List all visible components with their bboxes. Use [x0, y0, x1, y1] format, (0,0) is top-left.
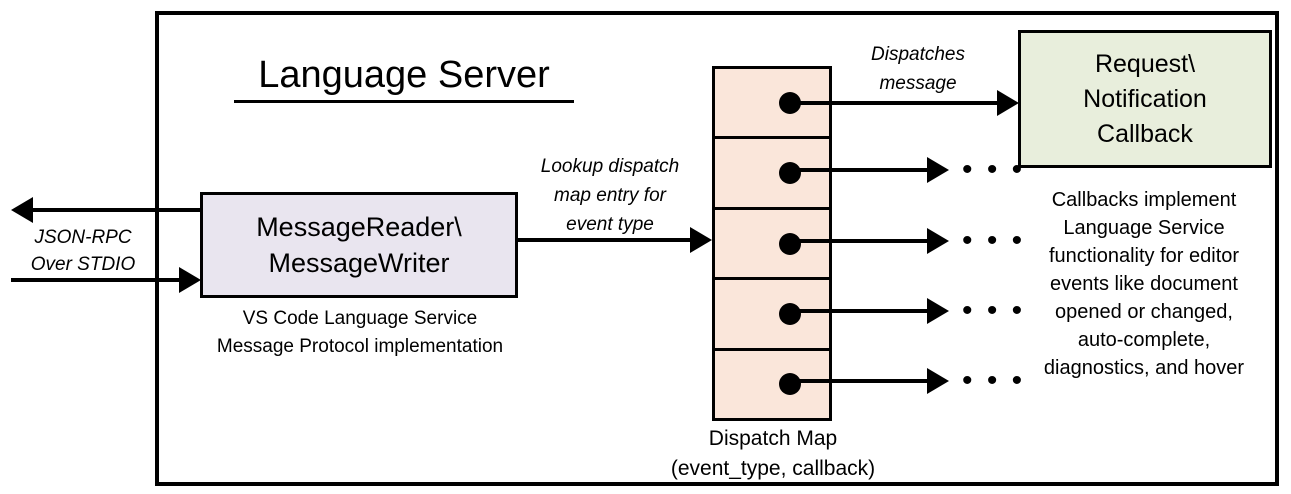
dispatch-row-2-arrowhead: [927, 157, 949, 183]
callback-pointer-dot: [779, 373, 801, 396]
dispatch-map-table[interactable]: [712, 66, 832, 421]
dispatch-row-2-line: [789, 168, 929, 172]
dispatch-row-3-arrowhead: [927, 228, 949, 254]
table-row[interactable]: [715, 210, 829, 281]
dispatch-row-5-arrowhead: [927, 368, 949, 394]
lookup-dispatch-label: Lookup dispatch map entry for event type: [540, 156, 680, 235]
callback-pointer-dot: [779, 162, 801, 185]
incoming-jsonrpc-line: [11, 278, 183, 282]
message-reader-writer-label: MessageReader\ MessageWriter: [256, 212, 462, 278]
dispatch-map-caption: Dispatch Map (event_type, callback): [670, 427, 876, 480]
lookup-dispatch-arrowhead: [690, 227, 712, 253]
callback-pointer-dot: [779, 302, 801, 325]
message-reader-writer-caption: VS Code Language Service Message Protoco…: [216, 308, 504, 357]
callback-pointer-dot: [779, 232, 801, 255]
request-notification-callback-caption: Callbacks implement Language Service fun…: [1043, 189, 1245, 379]
dispatch-row-4-line: [789, 309, 929, 313]
dispatch-row-4-arrowhead: [927, 298, 949, 324]
table-row[interactable]: [715, 351, 829, 418]
language-server-boundary: [155, 11, 1279, 486]
incoming-jsonrpc-arrowhead: [179, 267, 201, 293]
dispatch-row-2-ellipsis: • • •: [962, 153, 1026, 186]
dispatch-row-5-line: [789, 379, 929, 383]
jsonrpc-transport-label: JSON-RPC Over STDIO: [30, 227, 136, 275]
page-title: Language Server: [234, 52, 574, 103]
request-notification-callback-label: Request\ Notification Callback: [1083, 49, 1207, 148]
request-notification-callback-box[interactable]: Request\ Notification Callback: [1018, 30, 1272, 168]
outgoing-jsonrpc-arrowhead: [11, 197, 33, 223]
outgoing-jsonrpc-line: [33, 208, 228, 212]
table-row[interactable]: [715, 139, 829, 210]
message-reader-writer-box[interactable]: MessageReader\ MessageWriter: [200, 192, 518, 298]
dispatch-row-1-line: [789, 101, 1001, 105]
table-row[interactable]: [715, 280, 829, 351]
dispatch-row-1-arrowhead: [997, 90, 1019, 116]
dispatches-message-label: Dispatches message: [871, 44, 965, 94]
dispatch-row-3-line: [789, 239, 929, 243]
lookup-dispatch-line: [518, 238, 690, 242]
